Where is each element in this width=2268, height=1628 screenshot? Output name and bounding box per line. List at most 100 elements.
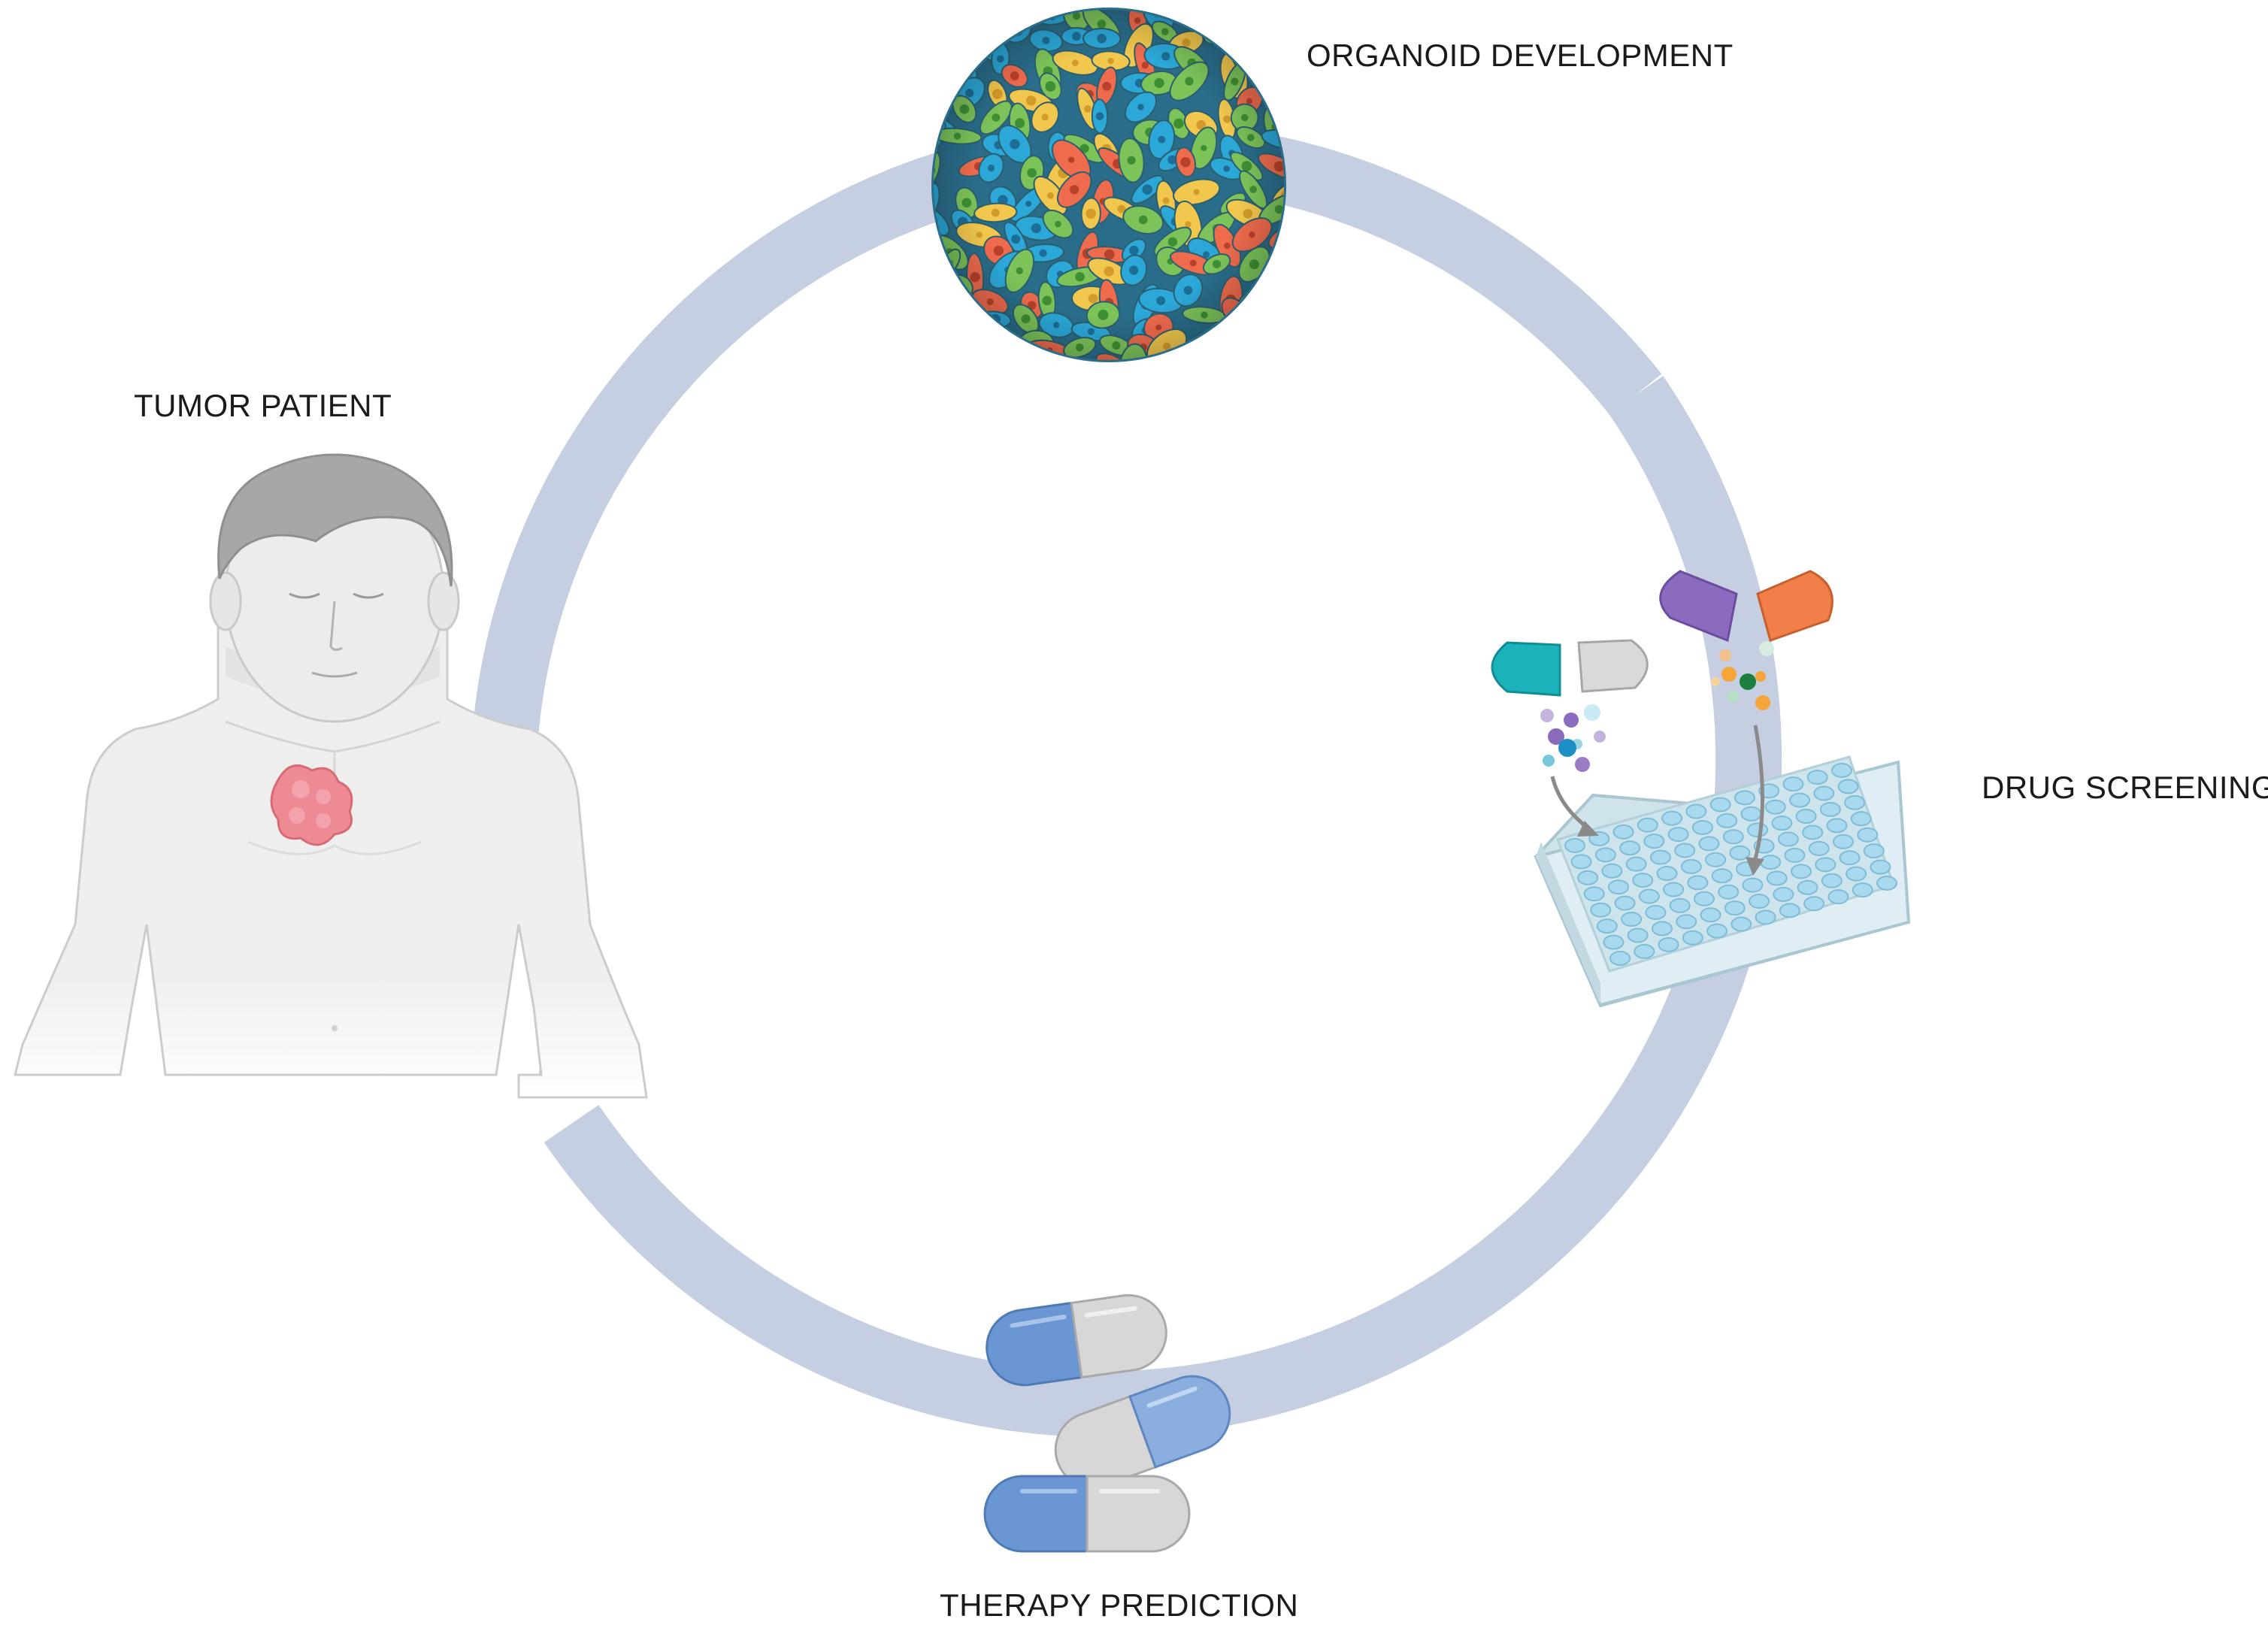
cell-nucleus — [931, 370, 938, 377]
cell-nucleus — [1243, 54, 1252, 62]
cell-nucleus — [1260, 322, 1267, 330]
plate-well — [1806, 770, 1828, 785]
plate-well — [1749, 894, 1770, 909]
drug-screening-group — [1491, 570, 1911, 1008]
organoid-cell — [1261, 41, 1284, 77]
cell-nucleus — [967, 37, 974, 44]
cell-nucleus — [1273, 10, 1279, 17]
organoid-cell — [1001, 357, 1043, 390]
cell-nucleus — [1131, 362, 1137, 368]
cell-nucleus — [974, 14, 980, 20]
cell-nucleus — [1040, 370, 1049, 379]
organoid-cell — [985, 10, 1009, 26]
plate-well — [1857, 827, 1879, 843]
organoid-cell — [1027, 359, 1064, 360]
organoid-cell — [1208, 10, 1253, 21]
plate-well — [1645, 904, 1667, 920]
therapy-prediction-label: THERAPY PREDICTION — [940, 1587, 1299, 1623]
plate-well — [1693, 891, 1715, 906]
plate-well — [1661, 810, 1683, 826]
organoid-cell — [1275, 275, 1284, 301]
plate-well — [1676, 914, 1697, 930]
drug-particles — [1540, 641, 1774, 772]
plate-well — [1846, 866, 1867, 882]
cell-nucleus — [1274, 55, 1282, 63]
plate-well — [1803, 896, 1825, 912]
plate-well — [1831, 763, 1852, 778]
organoid-cell — [1254, 10, 1284, 23]
plate-well — [1755, 909, 1776, 925]
plate-well — [1705, 852, 1727, 867]
plate-well — [1773, 886, 1794, 902]
cell-nucleus — [1288, 260, 1298, 271]
patient-figure — [14, 453, 648, 1099]
plate-well — [1634, 943, 1655, 959]
cell-nucleus — [1086, 377, 1092, 384]
plate-well — [1827, 889, 1849, 905]
cell-nucleus — [1225, 10, 1237, 13]
plate-well — [1766, 870, 1788, 886]
organoid-cell — [1279, 248, 1284, 283]
plate-well — [1577, 870, 1599, 885]
organoid-cell — [1270, 357, 1308, 389]
plate-well — [1709, 797, 1731, 812]
tumor-patient-label: TUMOR PATIENT — [134, 388, 392, 423]
plate-well — [1819, 801, 1841, 817]
plate-well — [1789, 792, 1811, 808]
plate-well — [1570, 854, 1592, 870]
cell-nucleus — [925, 325, 933, 332]
plate-well — [1649, 849, 1671, 865]
plate-well — [1729, 845, 1751, 861]
organoid-cell — [934, 278, 949, 322]
plate-well — [1625, 856, 1647, 872]
cell-nucleus — [1285, 284, 1294, 292]
plate-well — [1609, 951, 1631, 966]
plate-well — [1687, 875, 1709, 891]
plate-well — [1674, 843, 1696, 858]
plate-well — [1734, 790, 1755, 806]
cell-nucleus — [1272, 79, 1281, 89]
organoid-cell — [934, 334, 943, 360]
plate-well — [1663, 882, 1685, 897]
cell-nucleus — [1288, 38, 1294, 44]
cell-nucleus — [1272, 354, 1279, 360]
cell-nucleus — [936, 13, 943, 20]
plate-well — [1791, 864, 1812, 879]
plate-well — [1815, 857, 1837, 873]
cell-nucleus — [961, 370, 970, 379]
cell-nucleus — [1219, 28, 1228, 38]
cell-nucleus — [1254, 301, 1264, 311]
therapy-capsules — [983, 1294, 1231, 1553]
plate-well — [1784, 847, 1806, 863]
cell-nucleus — [962, 348, 969, 355]
plate-well — [1590, 902, 1612, 918]
plate-well — [1863, 843, 1885, 859]
plate-well — [1596, 918, 1618, 934]
plate-well — [1700, 907, 1721, 923]
plate-well — [1638, 888, 1660, 904]
plate-well — [1742, 877, 1764, 893]
plate-well — [1612, 824, 1634, 840]
cell-nucleus — [1225, 361, 1233, 369]
plate-well — [1658, 937, 1679, 952]
cell-nucleus — [1193, 10, 1201, 17]
tumor-icon — [270, 764, 353, 846]
cell-nucleus — [1011, 20, 1019, 28]
plate-well — [1782, 776, 1804, 792]
cell-nucleus — [955, 284, 962, 292]
plate-well — [1637, 817, 1658, 833]
organoid-cell — [1249, 10, 1275, 38]
plate-well — [1594, 847, 1616, 863]
dispense-arrows — [1550, 725, 1764, 876]
plate-well — [1826, 818, 1848, 834]
plate-well — [1771, 816, 1793, 831]
organoid-cell — [1073, 361, 1104, 401]
organoid-cell — [1249, 306, 1278, 346]
plate-well — [1795, 809, 1817, 825]
cell-nucleus — [1278, 313, 1284, 322]
plate-well — [1651, 921, 1673, 937]
organoid-cell — [1214, 343, 1243, 360]
cell-nucleus — [1240, 335, 1251, 345]
cell-nucleus — [946, 63, 955, 72]
capsule-purple-icon — [1659, 570, 1833, 643]
